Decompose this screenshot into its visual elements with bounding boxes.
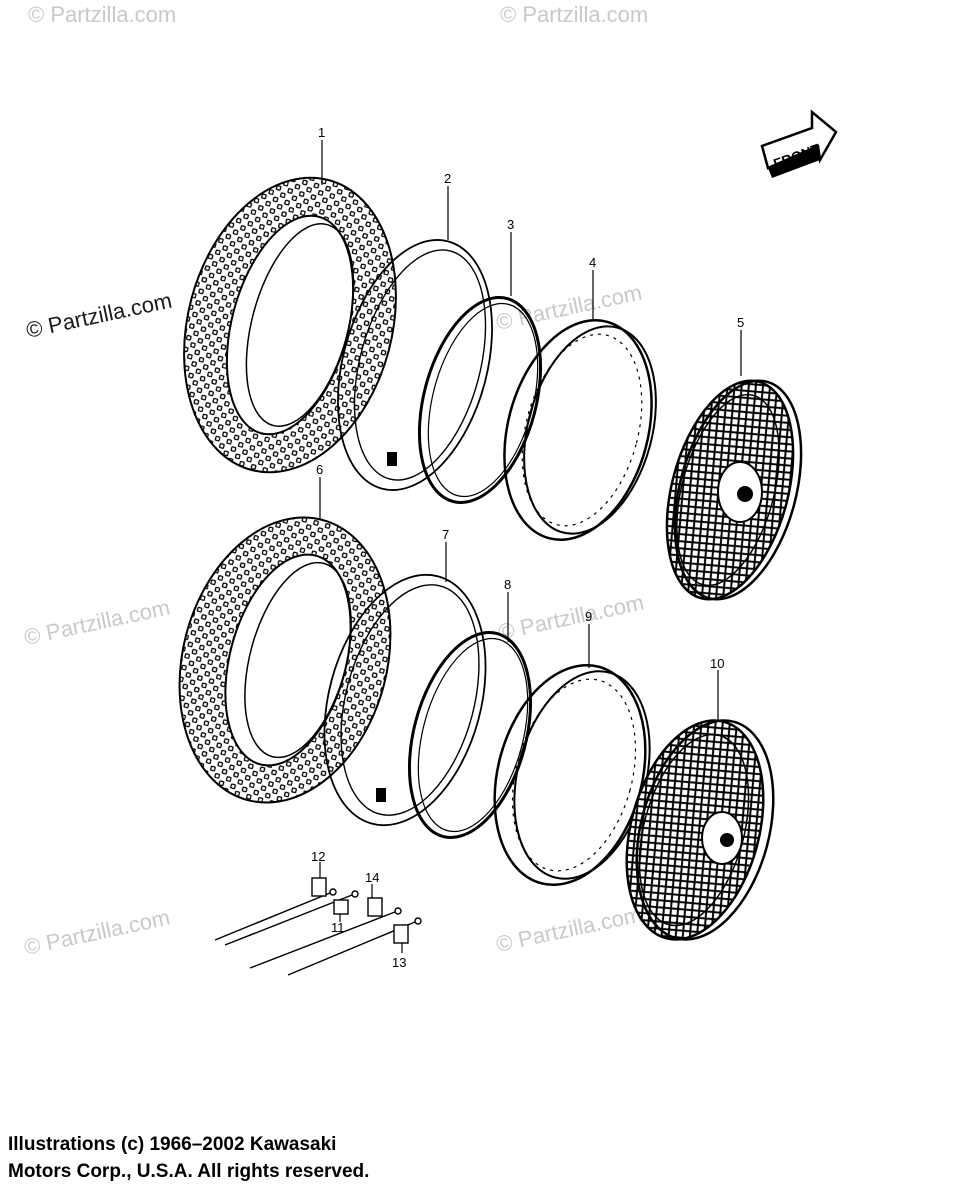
wheel-assembly-front — [665, 379, 803, 601]
watermark-top-left: © Partzilla.com — [28, 2, 176, 27]
callout-2: 2 — [444, 171, 451, 186]
callout-3: 3 — [507, 217, 514, 232]
watermark-center: © Partzilla.com — [496, 590, 646, 645]
tire-rear — [178, 516, 392, 804]
watermark-bottom-center: © Partzilla.com — [494, 902, 644, 957]
wheel-assembly-rear — [625, 719, 775, 941]
copyright-line-2: Motors Corp., U.S.A. All rights reserved… — [8, 1161, 370, 1182]
valve-stem-icon — [376, 788, 386, 802]
rim-front — [503, 319, 657, 541]
callout-5: 5 — [737, 315, 744, 330]
copyright-notice: Illustrations (c) 1966–2002 Kawasaki Mot… — [8, 1131, 369, 1185]
watermark-bottom-left: © Partzilla.com — [22, 905, 172, 960]
tire-front — [183, 176, 397, 474]
callout-1: 1 — [318, 125, 325, 140]
copyright-line-1: Illustrations (c) 1966–2002 Kawasaki — [8, 1134, 337, 1155]
watermark-top-center: © Partzilla.com — [500, 2, 648, 27]
inner-tube-front — [337, 239, 493, 491]
callout-7: 7 — [442, 527, 449, 542]
valve-stem-icon — [387, 452, 397, 466]
callout-14: 14 — [365, 870, 379, 885]
front-arrow-icon: FRONT — [760, 109, 838, 178]
watermark-left: © Partzilla.com — [22, 595, 172, 650]
callout-10: 10 — [710, 656, 724, 671]
callout-12: 12 — [311, 849, 325, 864]
callout-11: 11 — [331, 920, 345, 935]
callout-9: 9 — [585, 609, 592, 624]
rim-band-rear — [407, 631, 533, 839]
leader-lines — [319, 140, 742, 953]
inner-tube-rear — [323, 573, 487, 827]
callout-4: 4 — [589, 255, 596, 270]
callout-13: 13 — [392, 955, 406, 970]
watermark-left-dark: © Partzilla.com — [24, 288, 174, 343]
spoke-set — [214, 877, 422, 976]
callout-6: 6 — [316, 462, 323, 477]
callout-8: 8 — [504, 577, 511, 592]
